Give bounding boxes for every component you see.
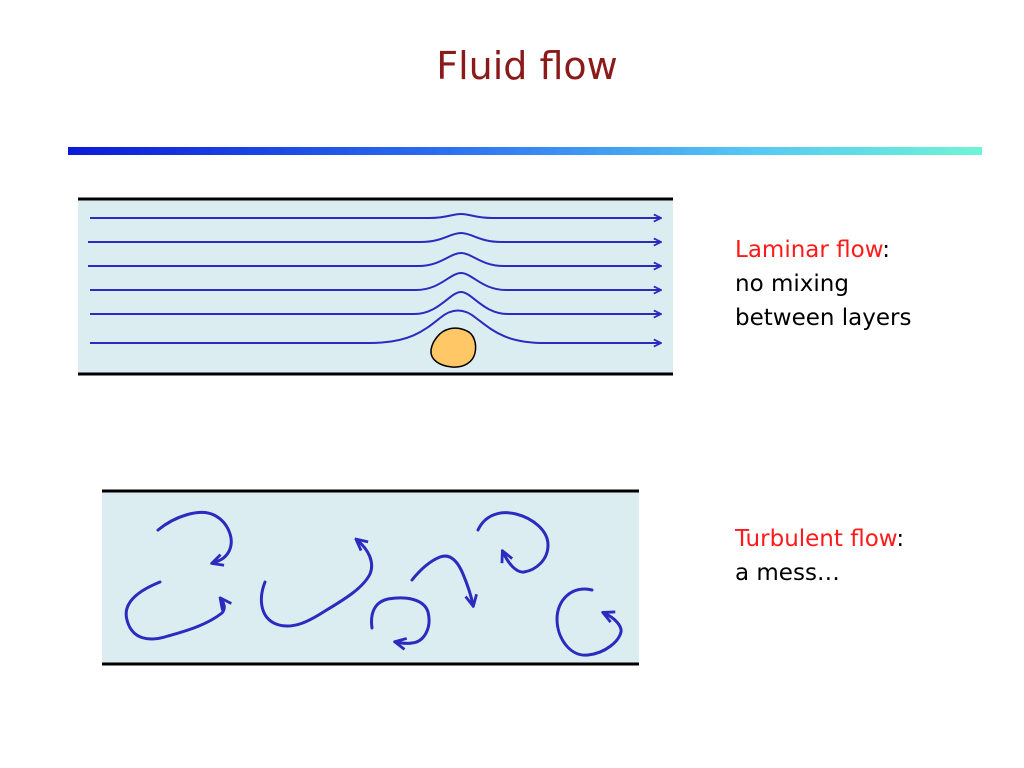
eddy-5 (410, 554, 473, 605)
streamline-6 (90, 309, 661, 344)
eddy-2 (124, 580, 224, 641)
turbulent-caption-line-2: a mess… (735, 560, 840, 586)
eddy-6 (476, 511, 550, 574)
turbulent-colon: : (896, 526, 905, 552)
laminar-caption-line-1: Laminar flow: (735, 233, 911, 267)
eddy-3 (259, 540, 374, 628)
streamline-4 (90, 271, 661, 290)
slide-title: Fluid flow (436, 44, 618, 88)
turbulent-term: Turbulent flow (735, 526, 897, 552)
laminar-caption-line-2: no mixing (735, 271, 849, 297)
obstacle-rock (430, 327, 477, 368)
laminar-colon: : (882, 237, 891, 263)
eddy-1 (156, 510, 233, 563)
laminar-channel (78, 199, 673, 374)
turbulent-caption-line-1: Turbulent flow: (735, 522, 904, 556)
laminar-caption-line-3: between layers (735, 305, 912, 331)
streamline-5 (90, 290, 661, 314)
eddy-4 (370, 596, 431, 643)
streamline-3 (88, 251, 661, 266)
streamline-1 (90, 212, 661, 218)
eddy-7 (555, 587, 623, 657)
turbulent-caption: Turbulent flow: a mess… (735, 522, 904, 590)
turbulent-channel (102, 491, 639, 664)
laminar-caption: Laminar flow: no mixing between layers (735, 233, 911, 335)
laminar-term: Laminar flow (735, 237, 883, 263)
title-divider (68, 147, 982, 155)
streamline-2 (88, 231, 661, 242)
